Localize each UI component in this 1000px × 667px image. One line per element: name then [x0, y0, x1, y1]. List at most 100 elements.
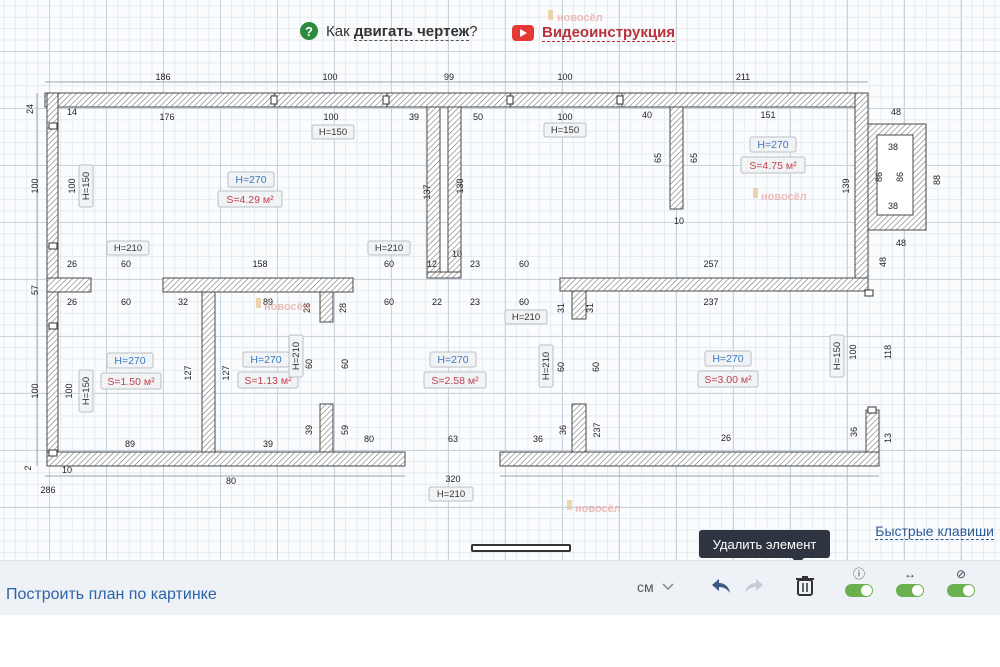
window-marker[interactable]: [616, 95, 624, 105]
window-marker[interactable]: [48, 322, 58, 330]
dimension-label: 32: [178, 297, 188, 307]
opening-label[interactable]: H=210: [367, 240, 411, 256]
units-select[interactable]: см: [637, 579, 674, 595]
redo-button[interactable]: [740, 572, 768, 600]
dimension-label: 59: [340, 425, 350, 435]
svg-text:H=150: H=150: [81, 172, 92, 200]
wall-segment[interactable]: [162, 277, 354, 293]
delete-button[interactable]: [791, 572, 819, 600]
toggle-switch[interactable]: [845, 584, 873, 597]
room-label-4[interactable]: H=270 S=1.13 м²: [237, 351, 299, 389]
help-link[interactable]: двигать чертеж: [353, 22, 470, 41]
help-toggle[interactable]: ⓘ: [843, 566, 875, 597]
opening-label[interactable]: H=150: [78, 164, 94, 208]
watermark-logo: новосёл: [753, 188, 807, 203]
window-marker[interactable]: [382, 95, 390, 105]
wall-segment[interactable]: [499, 451, 880, 467]
window-marker[interactable]: [506, 95, 514, 105]
wall-segment[interactable]: [44, 92, 276, 108]
dimension-label: 320: [445, 474, 460, 484]
window-marker[interactable]: [48, 242, 58, 250]
room-area: S=4.75 м²: [749, 160, 797, 172]
dimension-label: 100: [67, 178, 77, 193]
dimension-label: 60: [340, 359, 350, 369]
wall-segment[interactable]: [319, 403, 334, 457]
toggle-switch[interactable]: [947, 584, 975, 597]
dimension-label: 60: [121, 297, 131, 307]
wall-segment[interactable]: [571, 403, 587, 457]
window-marker[interactable]: [48, 449, 58, 457]
dimension-label: 100: [30, 383, 40, 398]
wall-segment[interactable]: [201, 291, 216, 461]
undo-button[interactable]: [707, 572, 735, 600]
wall-segment[interactable]: [854, 92, 869, 292]
visibility-toggle[interactable]: ⊘: [945, 566, 977, 597]
opening-label[interactable]: H=210: [106, 240, 150, 256]
opening-label[interactable]: H=210: [504, 309, 548, 325]
opening-label[interactable]: H=210: [288, 334, 304, 378]
room-label-6[interactable]: H=270 S=3.00 м²: [697, 350, 759, 388]
room-label-2[interactable]: H=270 S=4.75 м²: [740, 136, 806, 174]
dimension-label: 23: [470, 297, 480, 307]
dimension-label: 80: [226, 476, 236, 486]
dimension-label: 89: [263, 297, 273, 307]
dimension-label: 13: [883, 433, 893, 443]
dimension-label: 48: [896, 238, 906, 248]
dimension-label: 237: [703, 297, 718, 307]
wall-segment[interactable]: [571, 290, 587, 320]
wall-segment[interactable]: [274, 92, 388, 108]
opening-label[interactable]: H=150: [543, 122, 587, 138]
dimension-label: 60: [384, 259, 394, 269]
build-plan-from-image-link[interactable]: Построить план по картинке: [6, 586, 217, 603]
horizontal-scrollbar[interactable]: [471, 544, 571, 552]
dimensions-arrows-icon: ↔: [904, 567, 916, 581]
opening-label[interactable]: H=150: [829, 334, 845, 378]
window-marker[interactable]: [864, 289, 874, 297]
dimension-label: 36: [533, 434, 543, 444]
opening-label[interactable]: H=210: [428, 486, 474, 502]
window-marker[interactable]: [48, 122, 58, 130]
svg-text:H=210: H=210: [375, 243, 403, 254]
dimension-label: 137: [422, 184, 432, 199]
dimension-label: 50: [473, 112, 483, 122]
wall-segment[interactable]: [621, 92, 869, 108]
opening-label[interactable]: H=150: [311, 124, 355, 140]
dimension-label: 38: [888, 201, 898, 211]
wall-segment[interactable]: [509, 92, 623, 108]
dimension-label: 127: [183, 365, 193, 380]
ventilation-shaft[interactable]: [876, 134, 914, 216]
opening-label[interactable]: H=210: [538, 344, 554, 388]
toggle-switch[interactable]: [896, 584, 924, 597]
window-marker[interactable]: [270, 95, 278, 105]
dimension-label: 12: [427, 259, 437, 269]
room-label-5[interactable]: H=270 S=2.58 м²: [423, 351, 487, 389]
dimension-label: 10: [452, 249, 462, 259]
move-drawing-help[interactable]: ? Как двигать чертеж?: [300, 22, 478, 41]
wall-segment[interactable]: [559, 277, 869, 292]
window-marker[interactable]: [867, 406, 877, 414]
shortcuts-link[interactable]: Быстрые клавиши: [875, 523, 994, 540]
opening-label[interactable]: H=150: [78, 369, 94, 413]
wall-segment[interactable]: [46, 277, 92, 293]
help-prefix: Как: [326, 22, 354, 40]
svg-text:H=150: H=150: [319, 127, 347, 138]
dimension-label: 100: [557, 112, 572, 122]
svg-text:H=150: H=150: [832, 342, 843, 370]
wall-segment[interactable]: [669, 106, 684, 210]
dimension-label: 60: [519, 259, 529, 269]
room-label-3[interactable]: H=270 S=1.50 м²: [100, 352, 162, 390]
wall-segment[interactable]: [319, 291, 334, 323]
wall-segment[interactable]: [386, 92, 511, 108]
room-height: H=270: [437, 354, 468, 366]
dimension-label: 88: [932, 175, 942, 185]
svg-text:H=210: H=210: [291, 342, 302, 370]
wall-segment[interactable]: [426, 271, 462, 279]
dimensions-toggle[interactable]: ↔: [894, 566, 926, 597]
wall-segment[interactable]: [46, 451, 406, 467]
video-instruction-link[interactable]: Видеоинструкция: [512, 24, 676, 42]
dimension-label: 48: [891, 107, 901, 117]
dimension-label: 139: [841, 178, 851, 193]
room-height: H=270: [250, 354, 281, 366]
room-label-1[interactable]: H=270 S=4.29 м²: [217, 171, 283, 208]
